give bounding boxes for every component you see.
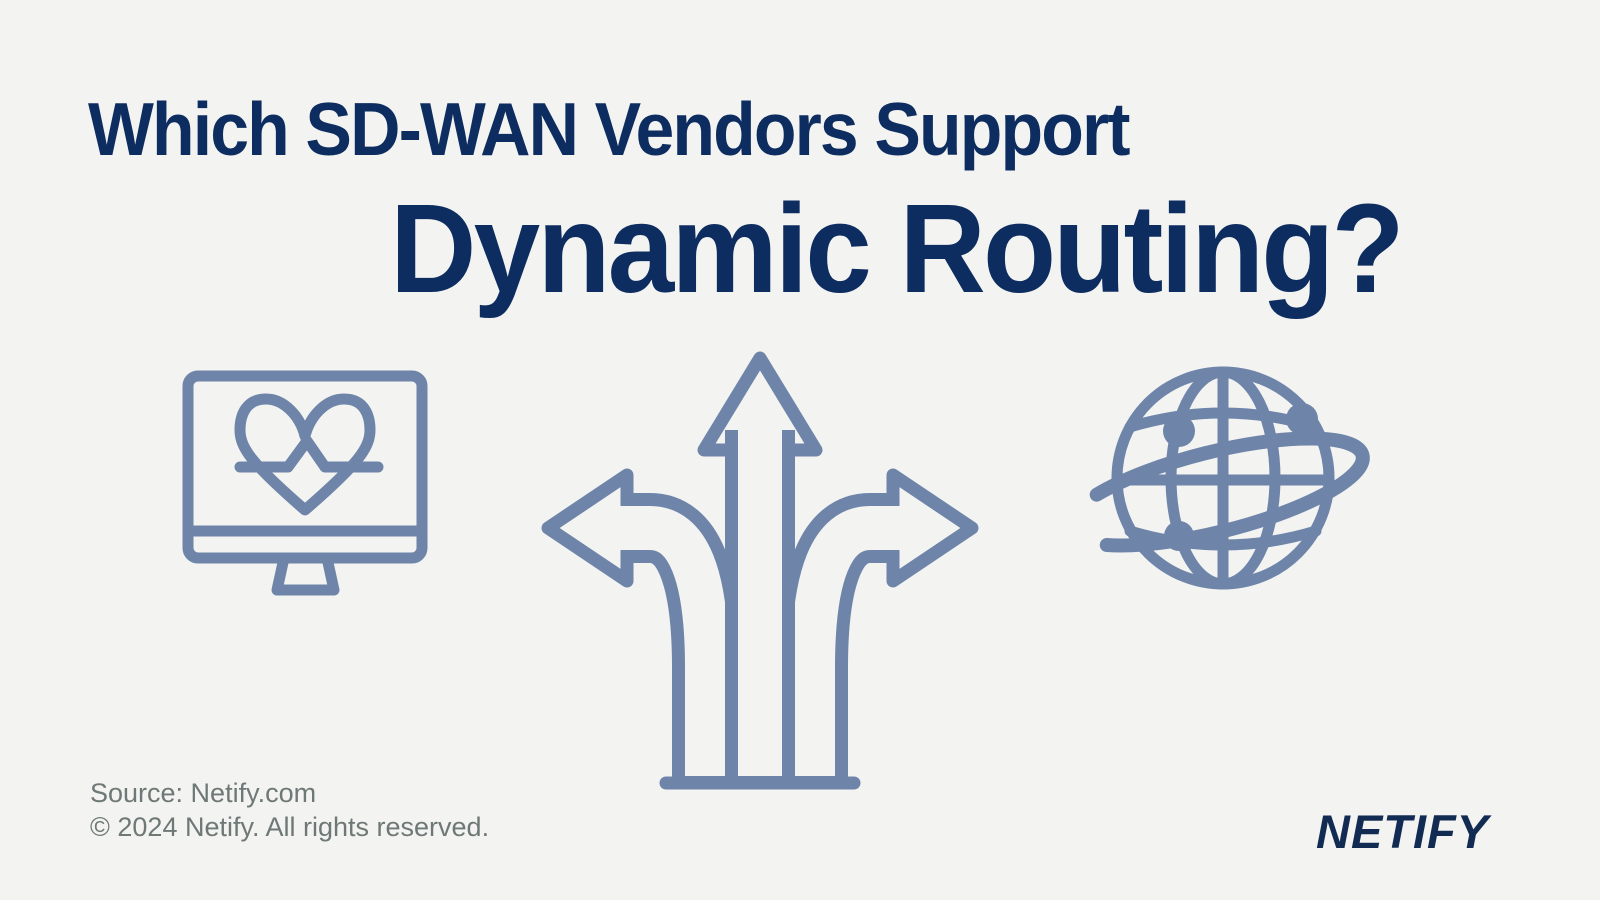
orbit-ring (1060, 431, 1370, 553)
heart-outline (234, 393, 376, 516)
footer-text: Source: Netify.com © 2024 Netify. All ri… (90, 776, 489, 844)
network-node-dot (1163, 415, 1195, 447)
monitor-frame (182, 370, 428, 564)
title-line-1: Which SD-WAN Vendors Support (88, 87, 1131, 171)
globe-lower-parallel (1124, 525, 1322, 551)
monitor-stand (271, 552, 340, 596)
global-network-icon (1060, 366, 1370, 590)
netify-logo: NETIFY (1316, 805, 1490, 858)
network-node-dot (1286, 403, 1318, 435)
source-text: Source: Netify.com (90, 778, 317, 808)
monitor-heartbeat-icon (182, 370, 428, 596)
network-node-dot (1164, 521, 1194, 551)
right-arrowhead (886, 468, 979, 588)
pulse-line (234, 435, 384, 473)
left-arrowhead (541, 468, 634, 588)
three-way-arrows-icon (541, 351, 979, 790)
copyright-text: © 2024 Netify. All rights reserved. (90, 812, 490, 842)
title-line-2: Dynamic Routing? (390, 178, 1405, 319)
